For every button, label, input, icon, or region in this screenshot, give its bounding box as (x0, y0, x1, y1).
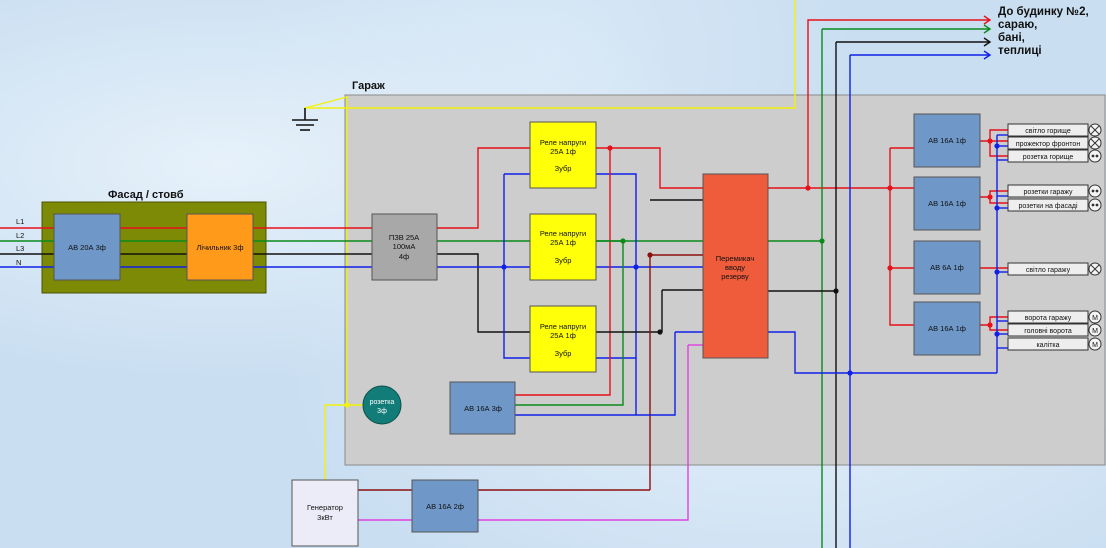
breaker-ab16-b (913, 176, 981, 231)
meter-label: Лічильник 3ф (196, 243, 243, 252)
lamp-icon (1088, 123, 1102, 137)
relay3-line2: 25А 1ф (550, 331, 576, 340)
load-label: розетки гаражу (1024, 189, 1073, 196)
rcd-label-3: 4ф (399, 252, 409, 261)
generator-block (291, 479, 359, 547)
destination-line1: До будинку №2, (998, 6, 1089, 18)
destination-line2: сараю, (998, 19, 1037, 31)
facade-heading: Фасад / стовб (108, 189, 184, 201)
breaker-ab16-c (913, 301, 981, 356)
relay2-line2: 25А 1ф (550, 238, 576, 247)
load-label: калітка (1036, 341, 1059, 349)
motor-symbol: M (1092, 315, 1098, 322)
socket-icon (1088, 198, 1102, 212)
destination-line4: теплиці (998, 45, 1042, 57)
breaker-ab16-2f (411, 479, 479, 533)
destination-line3: бані, (998, 32, 1025, 44)
switch-line2: вводу (725, 263, 745, 272)
breaker-ab16-3f (449, 381, 516, 435)
load-label: розетка горище (1023, 154, 1074, 161)
motor-icon (1088, 337, 1102, 351)
ab6-label: АВ 6А 1ф (930, 263, 964, 272)
rcd-label-2: 100мА (393, 242, 416, 251)
motor-symbol: M (1092, 328, 1098, 335)
relay3-line3: Зубр (555, 349, 572, 358)
line-label-l1: L1 (16, 217, 24, 226)
ground-icon (292, 108, 318, 131)
motor-symbol: M (1092, 342, 1098, 349)
relay-1 (529, 121, 597, 189)
garage-heading: Гараж (352, 80, 385, 92)
load-label: світло гаражу (1026, 266, 1071, 274)
relay-3 (529, 305, 597, 373)
motor-icon (1088, 310, 1102, 324)
relay2-line3: Зубр (555, 256, 572, 265)
load-label: головні ворота (1024, 327, 1072, 335)
line-label-l2: L2 (16, 231, 24, 240)
relay1-line2: 25А 1ф (550, 147, 576, 156)
socket3-line2: 3ф (377, 408, 387, 415)
socket-icon (1088, 149, 1102, 163)
generator-line1: Генератор (307, 503, 343, 512)
relay1-line3: Зубр (555, 164, 572, 173)
lamp-icon (1088, 136, 1102, 150)
load-label: світло горище (1025, 127, 1071, 135)
motor-icon (1088, 323, 1102, 337)
ab16-c-label: АВ 16А 1ф (928, 324, 966, 333)
relay1-line1: Реле напруги (540, 138, 586, 147)
switch-line1: Перемикач (716, 254, 755, 263)
socket-3f (362, 385, 402, 425)
line-label-l3: L3 (16, 244, 24, 253)
relay-2 (529, 213, 597, 281)
relay2-line1: Реле напруги (540, 229, 586, 238)
rcd-block (371, 213, 438, 281)
ab16-3f-label: АВ 16А 3ф (464, 404, 502, 413)
lamp-icon (1088, 262, 1102, 276)
transfer-switch (702, 173, 769, 359)
switch-line3: резерву (721, 272, 749, 281)
ab16-b-label: АВ 16А 1ф (928, 199, 966, 208)
meter-block (186, 213, 254, 281)
ab16-a-label: АВ 16А 1ф (928, 136, 966, 145)
pe-wire-generator (324, 108, 348, 480)
ab20-label: АВ 20А 3ф (68, 243, 106, 252)
socket3-line1: розетка (370, 399, 395, 406)
load-label: розетки на фасаді (1018, 202, 1077, 210)
breaker-ab20 (53, 213, 121, 281)
socket-icon (1088, 184, 1102, 198)
load-label: ворота гаражу (1025, 315, 1072, 322)
generator-line2: 3кВт (317, 513, 333, 522)
breaker-ab6 (913, 240, 981, 295)
junction-dots (344, 138, 1000, 408)
load-label: прожектор фронтон (1016, 141, 1081, 148)
rcd-label-1: ПЗВ 25А (389, 233, 419, 242)
breaker-ab16-a (913, 113, 981, 168)
line-label-n: N (16, 258, 21, 267)
relay3-line1: Реле напруги (540, 322, 586, 331)
ab16-2f-label: АВ 16А 2ф (426, 502, 464, 511)
